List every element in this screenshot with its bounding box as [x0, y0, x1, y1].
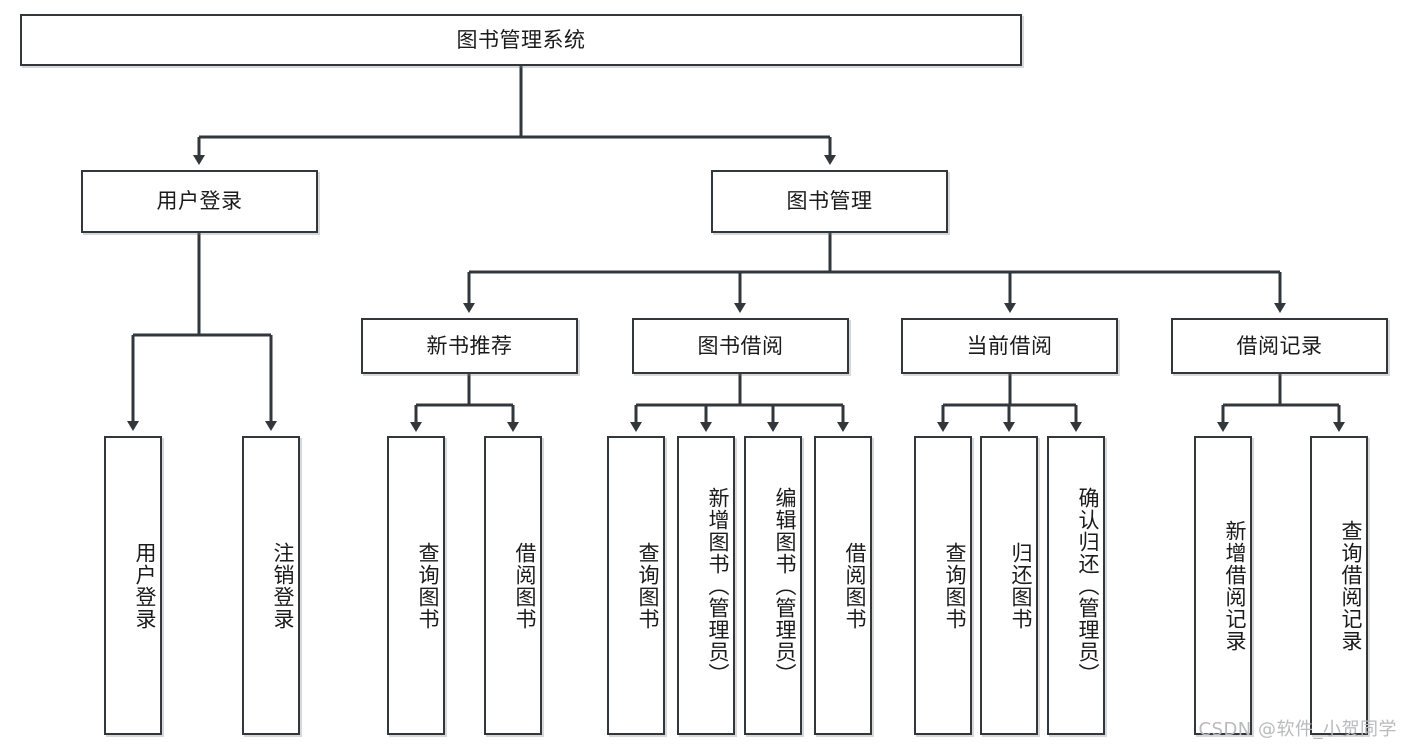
node-root[interactable]: 图书管理系统 [20, 14, 1022, 66]
node-new-book-rec-label: 新书推荐 [426, 333, 513, 358]
leaf-user-logout[interactable]: 注销登录 [242, 436, 300, 735]
node-book-mgmt-label: 图书管理 [786, 189, 873, 214]
leaf-return-book[interactable]: 归还图书 [980, 436, 1038, 735]
node-current-borrow[interactable]: 当前借阅 [901, 318, 1118, 374]
leaf-user-login[interactable]: 用户登录 [104, 436, 162, 735]
node-root-label: 图书管理系统 [456, 27, 586, 52]
leaf-borrow-book-1[interactable]: 借阅图书 [484, 436, 542, 735]
leaf-user-logout-label: 注销登录 [271, 541, 295, 630]
node-user-login[interactable]: 用户登录 [81, 170, 318, 233]
leaf-edit-book[interactable]: 编辑图书（管理员） [744, 436, 802, 735]
node-book-borrow[interactable]: 图书借阅 [632, 318, 849, 374]
leaf-add-record-label: 新增借阅记录 [1223, 519, 1247, 652]
leaf-add-book[interactable]: 新增图书（管理员） [677, 436, 735, 735]
leaf-confirm-return-label: 确认归还（管理员） [1076, 486, 1100, 685]
leaf-add-book-label: 新增图书（管理员） [706, 486, 730, 685]
node-book-mgmt[interactable]: 图书管理 [711, 170, 948, 233]
leaf-query-book-3[interactable]: 查询图书 [914, 436, 972, 735]
leaf-user-login-label: 用户登录 [133, 541, 157, 630]
leaf-query-book-1-label: 查询图书 [416, 541, 440, 630]
leaf-query-book-1[interactable]: 查询图书 [387, 436, 445, 735]
node-borrow-record[interactable]: 借阅记录 [1171, 318, 1388, 374]
node-borrow-record-label: 借阅记录 [1236, 333, 1323, 358]
node-book-borrow-label: 图书借阅 [697, 333, 784, 358]
leaf-borrow-book-2[interactable]: 借阅图书 [814, 436, 872, 735]
node-new-book-rec[interactable]: 新书推荐 [361, 318, 578, 374]
leaf-query-book-2[interactable]: 查询图书 [607, 436, 665, 735]
leaf-edit-book-label: 编辑图书（管理员） [773, 486, 797, 685]
node-user-login-label: 用户登录 [156, 189, 243, 214]
leaf-return-book-label: 归还图书 [1009, 541, 1033, 630]
leaf-query-book-3-label: 查询图书 [943, 541, 967, 630]
leaf-add-record[interactable]: 新增借阅记录 [1194, 436, 1252, 735]
leaf-borrow-book-1-label: 借阅图书 [513, 541, 537, 630]
leaf-query-book-2-label: 查询图书 [636, 541, 660, 630]
leaf-confirm-return[interactable]: 确认归还（管理员） [1047, 436, 1105, 735]
leaf-borrow-book-2-label: 借阅图书 [843, 541, 867, 630]
leaf-query-record-label: 查询借阅记录 [1339, 519, 1363, 652]
node-current-borrow-label: 当前借阅 [966, 333, 1053, 358]
leaf-query-record[interactable]: 查询借阅记录 [1310, 436, 1368, 735]
